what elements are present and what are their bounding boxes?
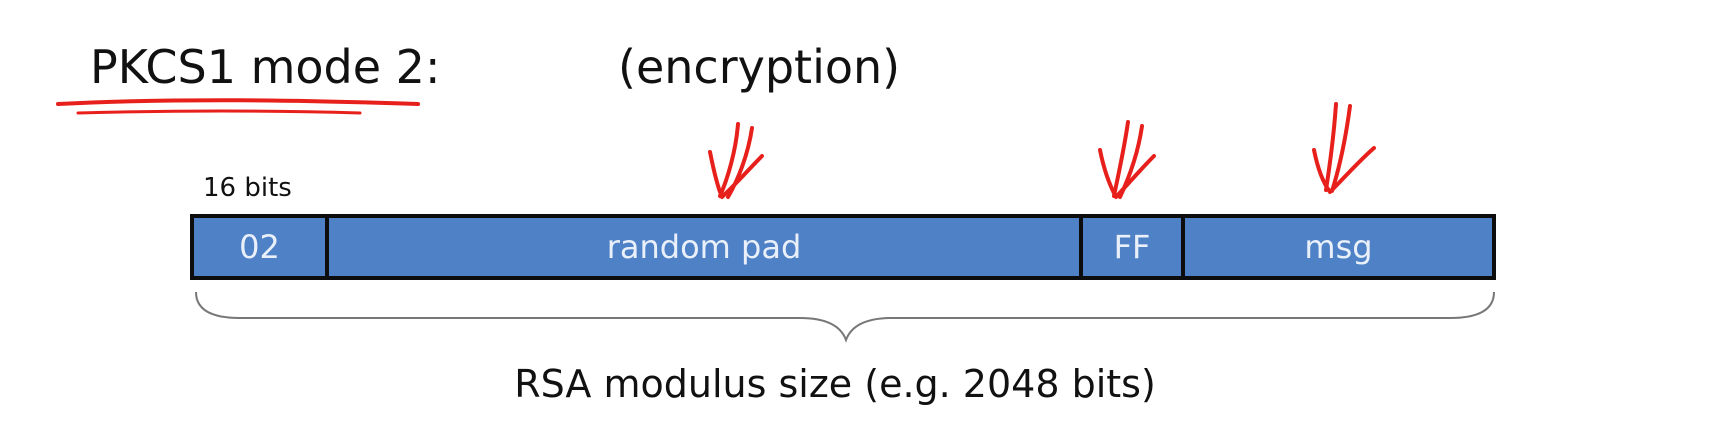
bits-size-label: 16 bits	[203, 173, 292, 203]
arrow-annotation-ff	[1098, 120, 1156, 199]
segment-msg: msg	[1181, 218, 1492, 276]
arrow-annotation-msg	[1312, 102, 1376, 194]
segment-02: 02	[239, 228, 280, 266]
footer-wrap: RSA modulus size (e.g. 2048 bits)	[0, 362, 1718, 406]
diagram-subtitle: (encryption)	[618, 40, 901, 94]
modulus-brace	[195, 291, 1495, 343]
segment-ff: FF	[1079, 218, 1181, 276]
segment-random-pad: random pad	[325, 218, 1079, 276]
title-underline-annotation	[56, 98, 420, 115]
pkcs1-block: 02 random pad FF msg	[190, 214, 1496, 280]
arrow-annotation-random-pad	[708, 122, 764, 199]
modulus-size-label: RSA modulus size (e.g. 2048 bits)	[514, 362, 1156, 406]
diagram-title: PKCS1 mode 2:	[90, 40, 441, 94]
